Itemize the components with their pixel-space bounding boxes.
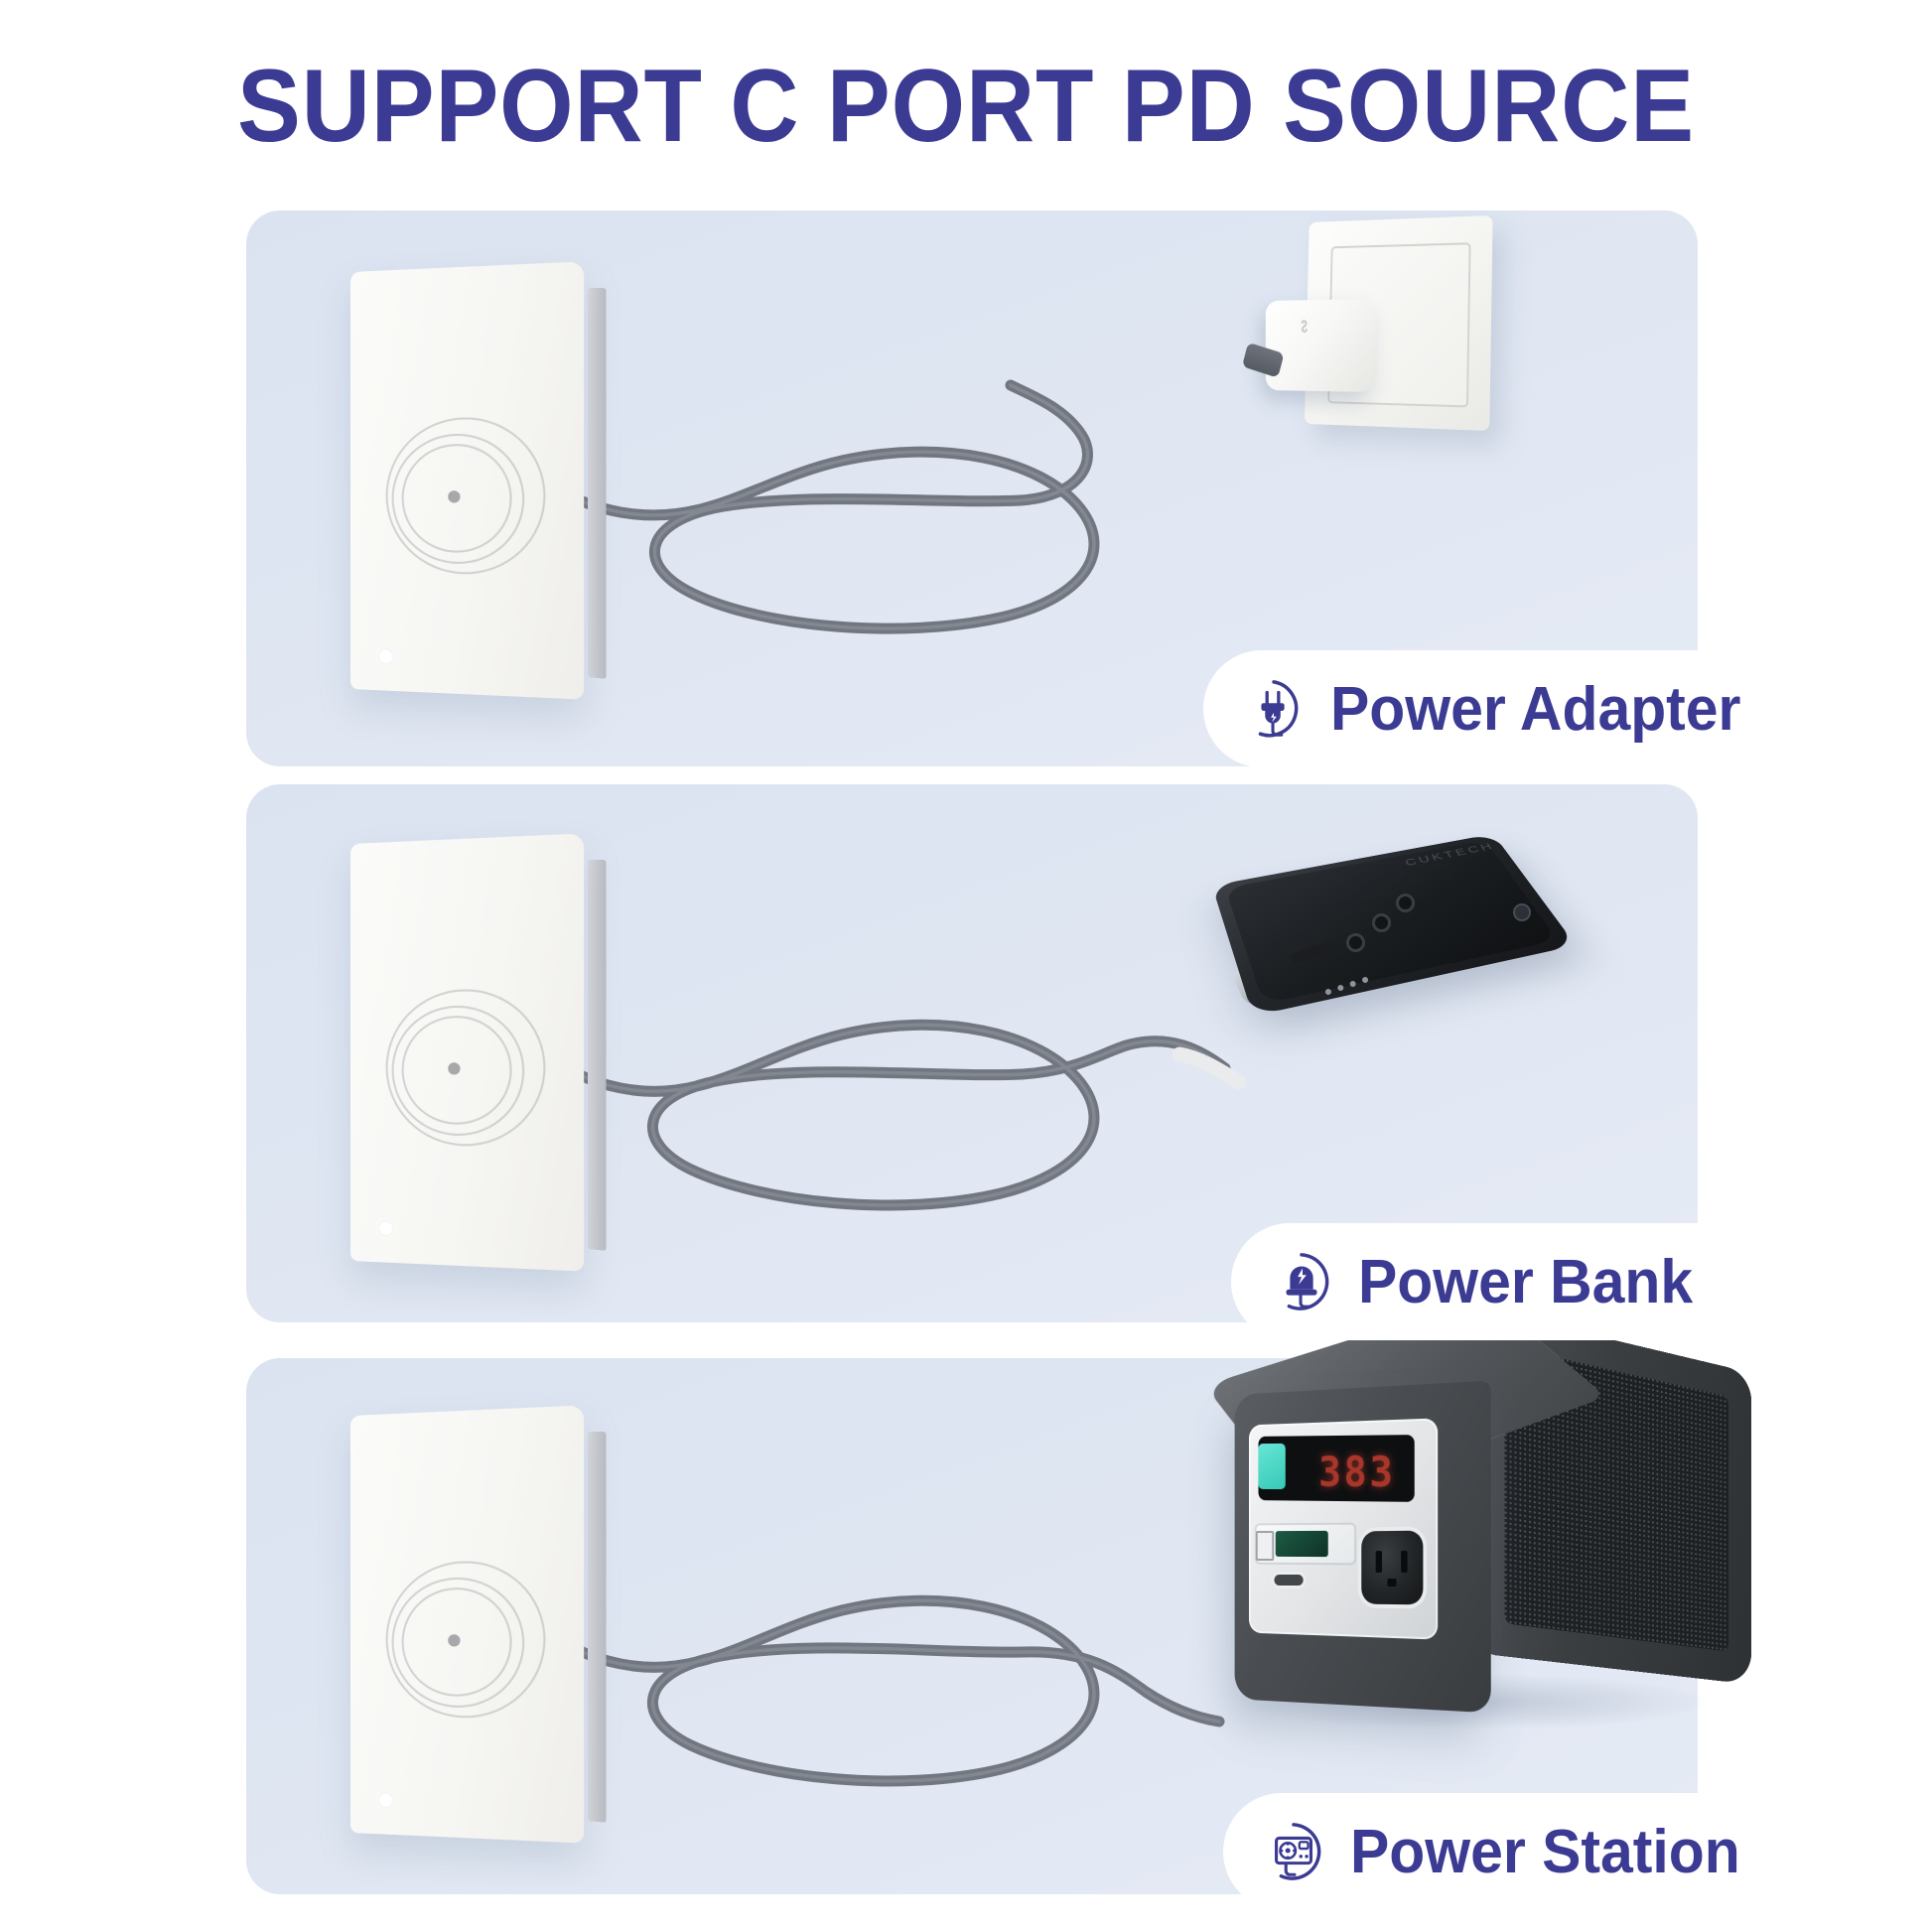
wireless-charging-pad (350, 261, 609, 700)
station-usb-a-port (1255, 1530, 1275, 1562)
adapter-logo-icon: ∾ (1295, 319, 1314, 335)
pad-side-edge (588, 288, 607, 679)
badge-power-adapter: Power Adapter (1203, 650, 1821, 767)
station-power-button[interactable] (1258, 1443, 1286, 1490)
badge-label: Power Station (1350, 1817, 1740, 1886)
ac-slot (1401, 1550, 1408, 1574)
page-title: SUPPORT C PORT PD SOURCE (236, 49, 1696, 164)
badge-power-station: Power Station (1223, 1793, 1819, 1910)
wireless-charging-pad (350, 833, 609, 1272)
magnet-indent (1372, 913, 1391, 932)
pad-face (350, 261, 585, 700)
station-usb-c-port (1274, 1574, 1304, 1587)
portable-power-station: 383 (1199, 1277, 1755, 1773)
power-bank-circle-icon (1271, 1251, 1332, 1312)
magnet-indent (1346, 933, 1365, 952)
pad-face (350, 833, 585, 1272)
badge-label: Power Bank (1358, 1247, 1694, 1316)
coil-center-dot (448, 1062, 461, 1075)
power-station-circle-icon (1263, 1821, 1324, 1882)
adapter-cable-connector (1241, 342, 1285, 378)
station-usb-port-lit (1275, 1530, 1328, 1558)
station-ac-outlet (1361, 1530, 1424, 1605)
pad-status-led (377, 1220, 394, 1237)
coil-center-dot (448, 1634, 461, 1647)
badge-label: Power Adapter (1330, 674, 1741, 744)
power-bank-side-button (1513, 903, 1531, 921)
pad-side-edge (588, 860, 607, 1251)
pad-status-led (377, 1792, 394, 1809)
magnetic-power-bank: CUKTECH (1211, 812, 1577, 1040)
ac-slot (1375, 1551, 1382, 1573)
wireless-charging-pad (350, 1405, 609, 1844)
ac-ground-slot (1387, 1578, 1397, 1587)
station-display-value: 383 (1318, 1447, 1396, 1497)
pad-status-led (377, 648, 394, 665)
coil-center-dot (448, 490, 461, 503)
pad-side-edge (588, 1432, 607, 1823)
badge-power-bank: Power Bank (1231, 1223, 1768, 1340)
wall-power-adapter: ∾ (1241, 298, 1376, 393)
plug-circle-icon (1243, 678, 1305, 740)
magnet-indent (1396, 894, 1415, 912)
pad-face (350, 1405, 585, 1844)
